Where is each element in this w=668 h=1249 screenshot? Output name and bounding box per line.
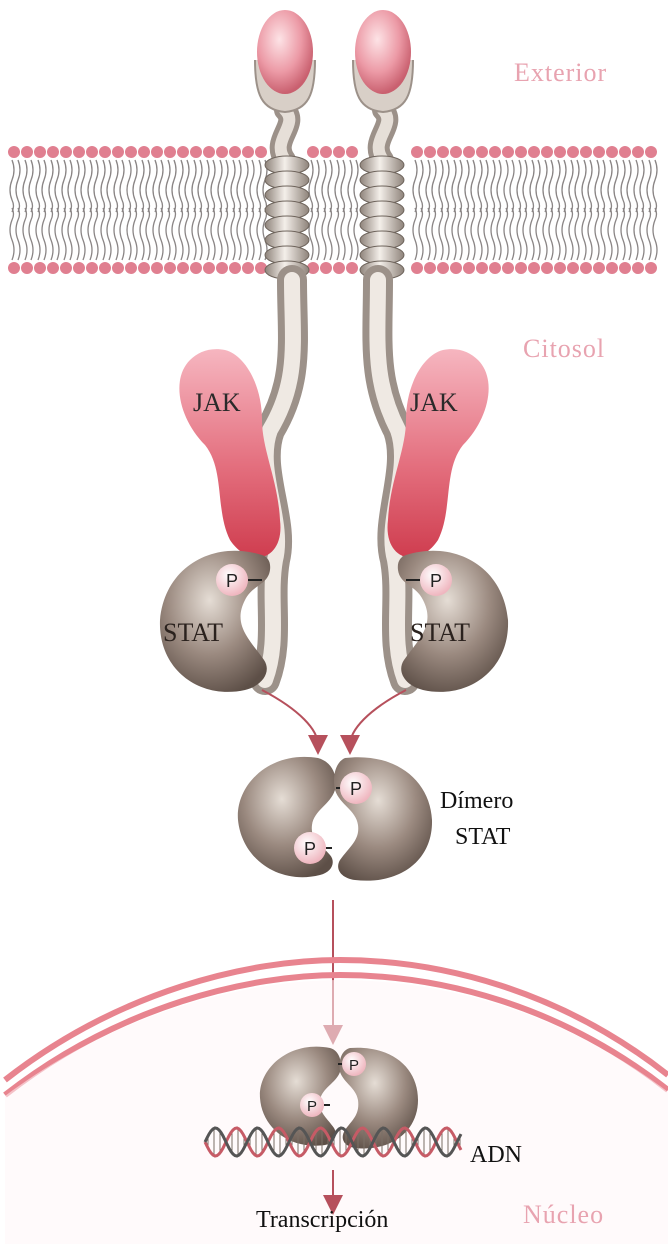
phosphate-label: P [307, 1098, 317, 1115]
arrow-stat-left [262, 690, 318, 745]
dimer-label-line1: Dímero [440, 788, 513, 815]
phosphate-label: P [430, 571, 442, 591]
jak-left-label: JAK [193, 388, 241, 418]
jak-right-shape [388, 349, 489, 557]
cytosol-label: Citosol [523, 334, 605, 364]
phosphate-label: P [350, 779, 362, 799]
stat-right-label: STAT [410, 618, 470, 648]
nucleus-label: Núcleo [523, 1200, 604, 1230]
dna-label: ADN [470, 1142, 522, 1169]
ligand-left [257, 10, 313, 94]
arrow-stat-right [350, 690, 406, 745]
phosphate-label: P [226, 571, 238, 591]
dimer-label-line2: STAT [455, 824, 510, 851]
stat-dimer [238, 757, 432, 881]
cell-membrane [8, 146, 657, 274]
exterior-label: Exterior [514, 58, 607, 88]
stat-left-label: STAT [163, 618, 223, 648]
jak-right-label: JAK [410, 388, 458, 418]
ligand-right [355, 10, 411, 94]
phosphate-label: P [349, 1057, 359, 1074]
jak-left-shape [179, 349, 280, 557]
receptor-right [353, 60, 413, 680]
phosphate-label: P [304, 839, 316, 859]
transcription-label: Transcripción [256, 1207, 388, 1234]
